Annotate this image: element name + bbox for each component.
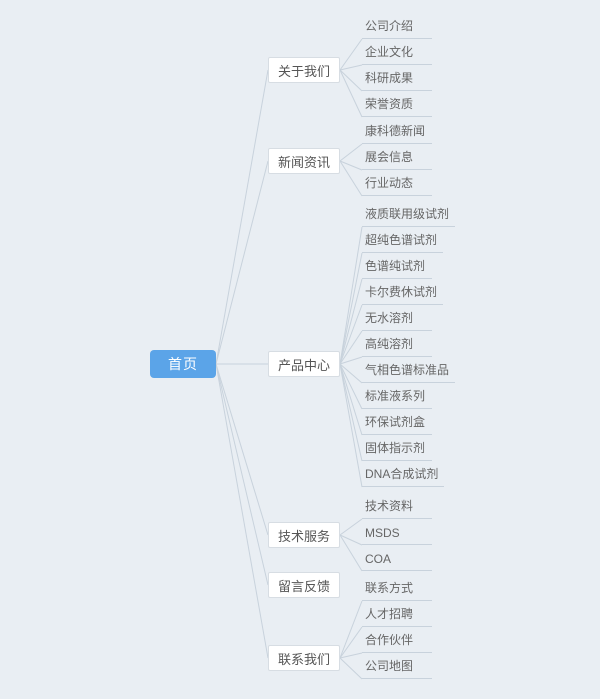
connector-line: [339, 534, 363, 572]
connector-line: [339, 356, 363, 365]
leaf-node[interactable]: 超纯色谱试剂: [362, 231, 444, 253]
connector-line: [339, 363, 363, 410]
connector-line: [339, 330, 363, 365]
connector-line: [339, 600, 363, 659]
connector-line: [339, 304, 363, 365]
connector-line: [339, 657, 363, 680]
leaf-node[interactable]: 康科德新闻: [362, 122, 432, 144]
leaf-node[interactable]: 固体指示剂: [362, 439, 432, 461]
connector-line: [339, 64, 363, 71]
leaf-node[interactable]: COA: [362, 549, 432, 571]
connector-line: [339, 160, 363, 197]
connector-line: [339, 69, 363, 118]
connector-line: [339, 363, 363, 384]
connector-line: [339, 518, 363, 536]
root-node-home[interactable]: 首页: [150, 350, 216, 378]
leaf-node[interactable]: 技术资料: [362, 497, 432, 519]
connector-line: [339, 252, 363, 365]
connector-line: [215, 160, 269, 365]
connector-line: [215, 363, 269, 536]
leaf-node[interactable]: 卡尔费休试剂: [362, 283, 444, 305]
leaf-node[interactable]: MSDS: [362, 523, 432, 545]
leaf-node[interactable]: 高纯溶剂: [362, 335, 432, 357]
leaf-node[interactable]: 气相色谱标准品: [362, 361, 456, 383]
connector-line: [339, 363, 363, 436]
connector-line: [339, 278, 363, 365]
leaf-node[interactable]: DNA合成试剂: [362, 465, 445, 487]
connector-line: [215, 363, 269, 586]
connector-line: [215, 69, 269, 365]
branch-node[interactable]: 留言反馈: [268, 572, 340, 598]
leaf-node[interactable]: 公司地图: [362, 657, 432, 679]
leaf-node[interactable]: 环保试剂盒: [362, 413, 432, 435]
leaf-node[interactable]: 合作伙伴: [362, 631, 432, 653]
leaf-node[interactable]: 无水溶剂: [362, 309, 432, 331]
connector-line: [339, 226, 363, 365]
leaf-node[interactable]: 色谱纯试剂: [362, 257, 432, 279]
leaf-node[interactable]: 展会信息: [362, 148, 432, 170]
branch-node[interactable]: 新闻资讯: [268, 148, 340, 174]
connector-line: [339, 652, 363, 659]
connector-line: [339, 160, 363, 171]
leaf-node[interactable]: 公司介绍: [362, 17, 432, 39]
connector-line: [339, 143, 363, 162]
leaf-node[interactable]: 荣誉资质: [362, 95, 432, 117]
leaf-node[interactable]: 联系方式: [362, 579, 432, 601]
connector-line: [339, 534, 363, 546]
branch-node[interactable]: 技术服务: [268, 522, 340, 548]
connector-line: [215, 363, 269, 659]
leaf-node[interactable]: 科研成果: [362, 69, 432, 91]
leaf-node[interactable]: 液质联用级试剂: [362, 205, 456, 227]
branch-node[interactable]: 产品中心: [268, 351, 340, 377]
connector-line: [339, 626, 363, 659]
connector-line: [339, 363, 363, 488]
connector-line: [339, 363, 363, 462]
leaf-node[interactable]: 行业动态: [362, 174, 432, 196]
branch-node[interactable]: 关于我们: [268, 57, 340, 83]
connector-line: [339, 38, 363, 71]
leaf-node[interactable]: 人才招聘: [362, 605, 432, 627]
leaf-node[interactable]: 标准液系列: [362, 387, 432, 409]
connector-line: [339, 69, 363, 92]
branch-node[interactable]: 联系我们: [268, 645, 340, 671]
leaf-node[interactable]: 企业文化: [362, 43, 432, 65]
